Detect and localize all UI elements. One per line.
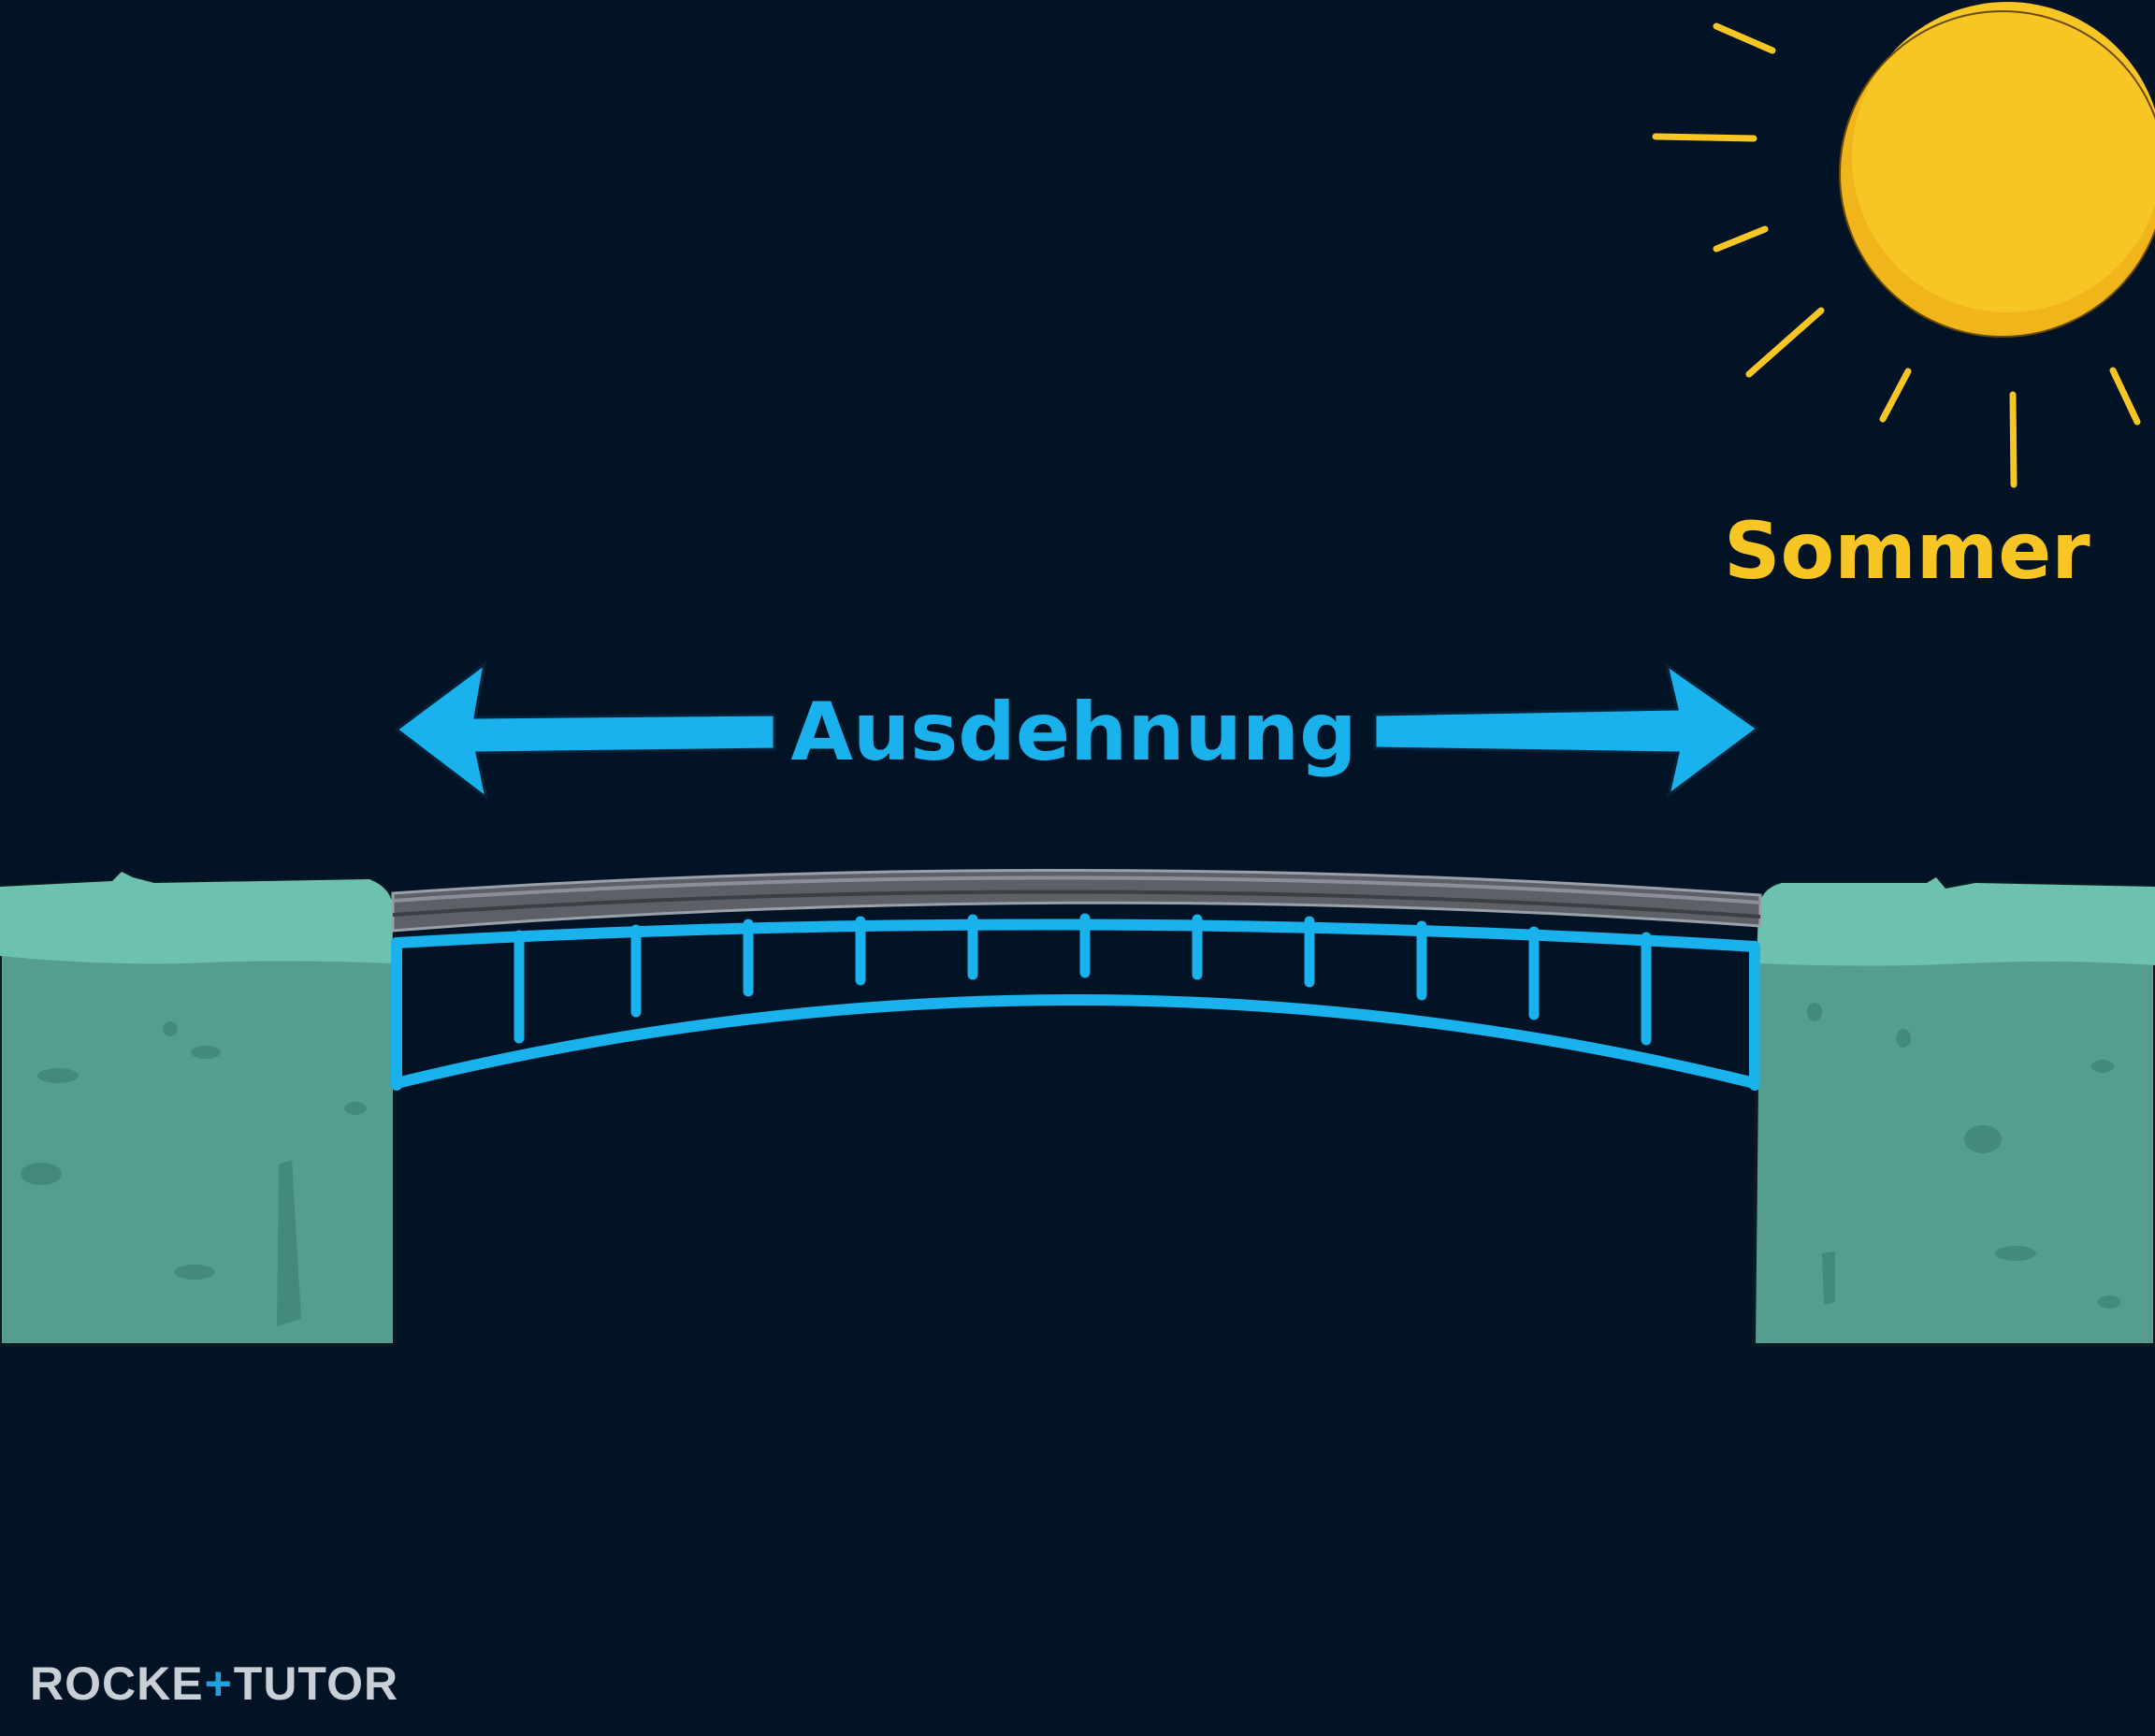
- season-label: Sommer: [1724, 505, 2090, 597]
- logo-text-part2: TUTO: [233, 1657, 364, 1710]
- bridge-truss: [391, 913, 1760, 1091]
- bridge-road: [391, 868, 1762, 933]
- expansion-label: Ausdehnung: [790, 686, 1356, 779]
- logo-text-part3: R: [363, 1657, 399, 1710]
- right-arrow-icon: [1373, 661, 1760, 799]
- left-cliff: [0, 869, 397, 1347]
- logo-text-part1: ROCKE: [30, 1657, 204, 1710]
- sun-icon: [1652, 2, 2155, 488]
- left-arrow-icon: [394, 660, 776, 802]
- right-cliff: [1751, 875, 2155, 1347]
- logo-plus-icon: +: [204, 1657, 233, 1710]
